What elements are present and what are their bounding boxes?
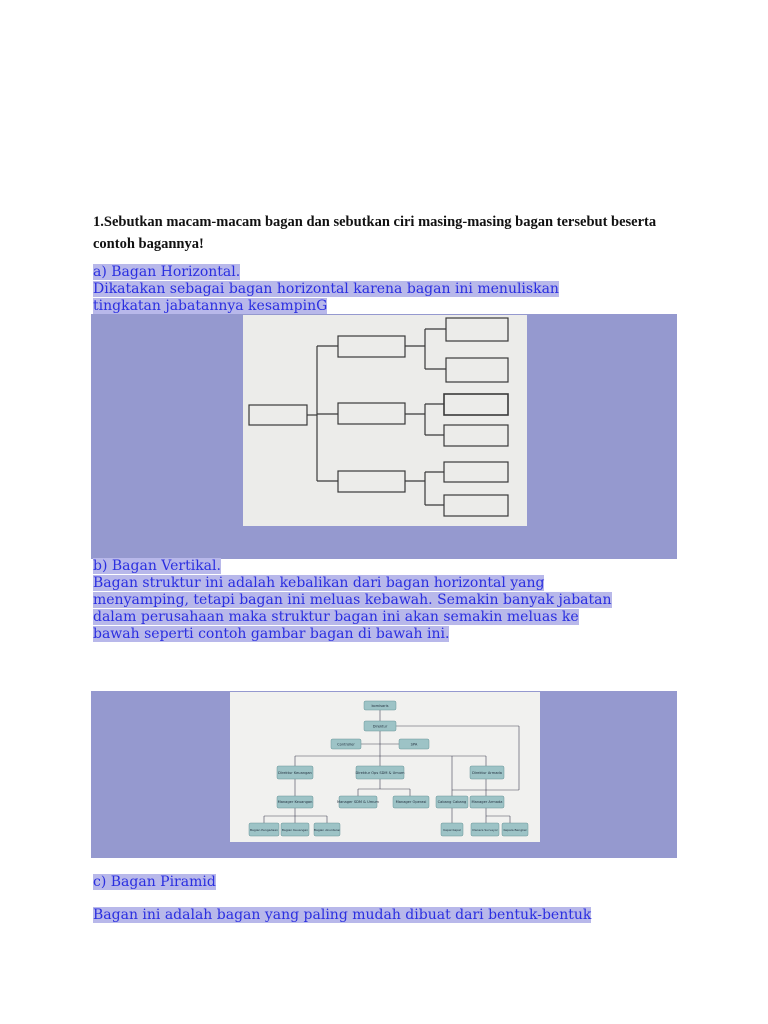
node-cabang <box>435 795 469 809</box>
node-bagian-keuangan <box>280 822 310 837</box>
node-direktur-keuangan <box>276 765 314 780</box>
section-b-line-2: menyamping, tetapi bagan ini meluas keba… <box>93 592 612 608</box>
chart-level3-box-1 <box>445 317 509 342</box>
node-manager-sdm <box>338 795 378 809</box>
section-b-line-3: dalam perusahaan maka struktur bagan ini… <box>93 609 579 625</box>
vertical-org-chart: komisaris Direktur Controller SPA Direkt… <box>248 700 529 837</box>
chart-level2-box-1 <box>337 335 406 358</box>
node-bagian-akuntansi <box>313 822 341 837</box>
chart-level3-box-6 <box>443 494 509 517</box>
node-spa <box>398 738 430 750</box>
horizontal-org-chart <box>248 317 509 517</box>
chart-level3-box-4 <box>443 424 509 447</box>
chart-level3-box-2 <box>445 357 509 383</box>
section-c-heading: c) Bagan Piramid <box>93 874 216 890</box>
chart-level2-box-2 <box>337 402 406 425</box>
label-manager-armada: Manager Armada <box>472 800 503 804</box>
label-bagian-keuangan: Bagian Keuangan <box>282 828 308 832</box>
node-owners-surveyor <box>470 822 500 837</box>
node-bagian-pengadaan <box>248 822 280 837</box>
node-kepala-bengkel <box>501 822 529 837</box>
node-manager-armada <box>469 795 505 809</box>
label-direktur-keuangan: Direktur Keuangan <box>278 771 312 775</box>
section-a-heading: a) Bagan Horizontal. <box>93 264 241 280</box>
section-a-line-2: tingkatan jabatannya kesampinG <box>93 298 328 314</box>
chart-level2-box-3 <box>337 470 406 493</box>
label-manager-sdm: Manager SDM & Umum <box>337 800 380 804</box>
node-direktur <box>363 720 397 732</box>
node-manager-operasi <box>392 795 430 809</box>
section-b-heading: b) Bagan Vertikal. <box>93 558 221 574</box>
chart-level3-box-3 <box>443 393 509 416</box>
node-direktur-ops <box>355 765 405 780</box>
label-spa: SPA <box>411 743 418 747</box>
label-direktur-armada: Direktur Armada <box>472 771 502 775</box>
label-manager-operasi: Manager Operasi <box>396 800 427 804</box>
label-komisaris: komisaris <box>371 704 388 708</box>
horizontal-chart-image <box>243 315 527 526</box>
label-direktur-ops: Direktur Ops SDM & Umum <box>355 771 405 775</box>
question-text: 1.Sebutkan macam-macam bagan dan sebutka… <box>93 214 657 252</box>
node-manager-keuangan <box>276 795 314 809</box>
label-bagian-akuntansi: Bagian Akuntansi <box>314 828 340 832</box>
label-direktur: Direktur <box>373 725 388 729</box>
label-controller: Controller <box>337 743 355 747</box>
section-a-line-1: Dikatakan sebagai bagan horizontal karen… <box>93 281 559 297</box>
label-kapal: Kapal Kapal <box>443 828 461 832</box>
node-direktur-armada <box>469 765 505 780</box>
node-kapal <box>440 822 464 837</box>
vertical-chart-image: komisaris Direktur Controller SPA Direkt… <box>230 692 540 842</box>
label-kepala-bengkel: Kepala Bengkel <box>503 828 526 832</box>
chart-root-box <box>248 404 308 426</box>
node-komisaris <box>363 700 397 711</box>
label-manager-keuangan: Manager Keuangan <box>278 800 313 804</box>
label-bagian-pengadaan: Bagian Pengadaan <box>250 828 278 832</box>
section-c-line-1: Bagan ini adalah bagan yang paling mudah… <box>93 907 592 923</box>
label-cabang: Cabang Cabang <box>438 800 467 804</box>
section-b-line-1: Bagan struktur ini adalah kebalikan dari… <box>93 575 545 591</box>
section-b-line-4: bawah seperti contoh gambar bagan di baw… <box>93 626 450 642</box>
label-owners-surveyor: Owners Surveyor <box>472 828 499 832</box>
chart-level3-box-5 <box>443 461 509 483</box>
node-controller <box>330 738 362 750</box>
